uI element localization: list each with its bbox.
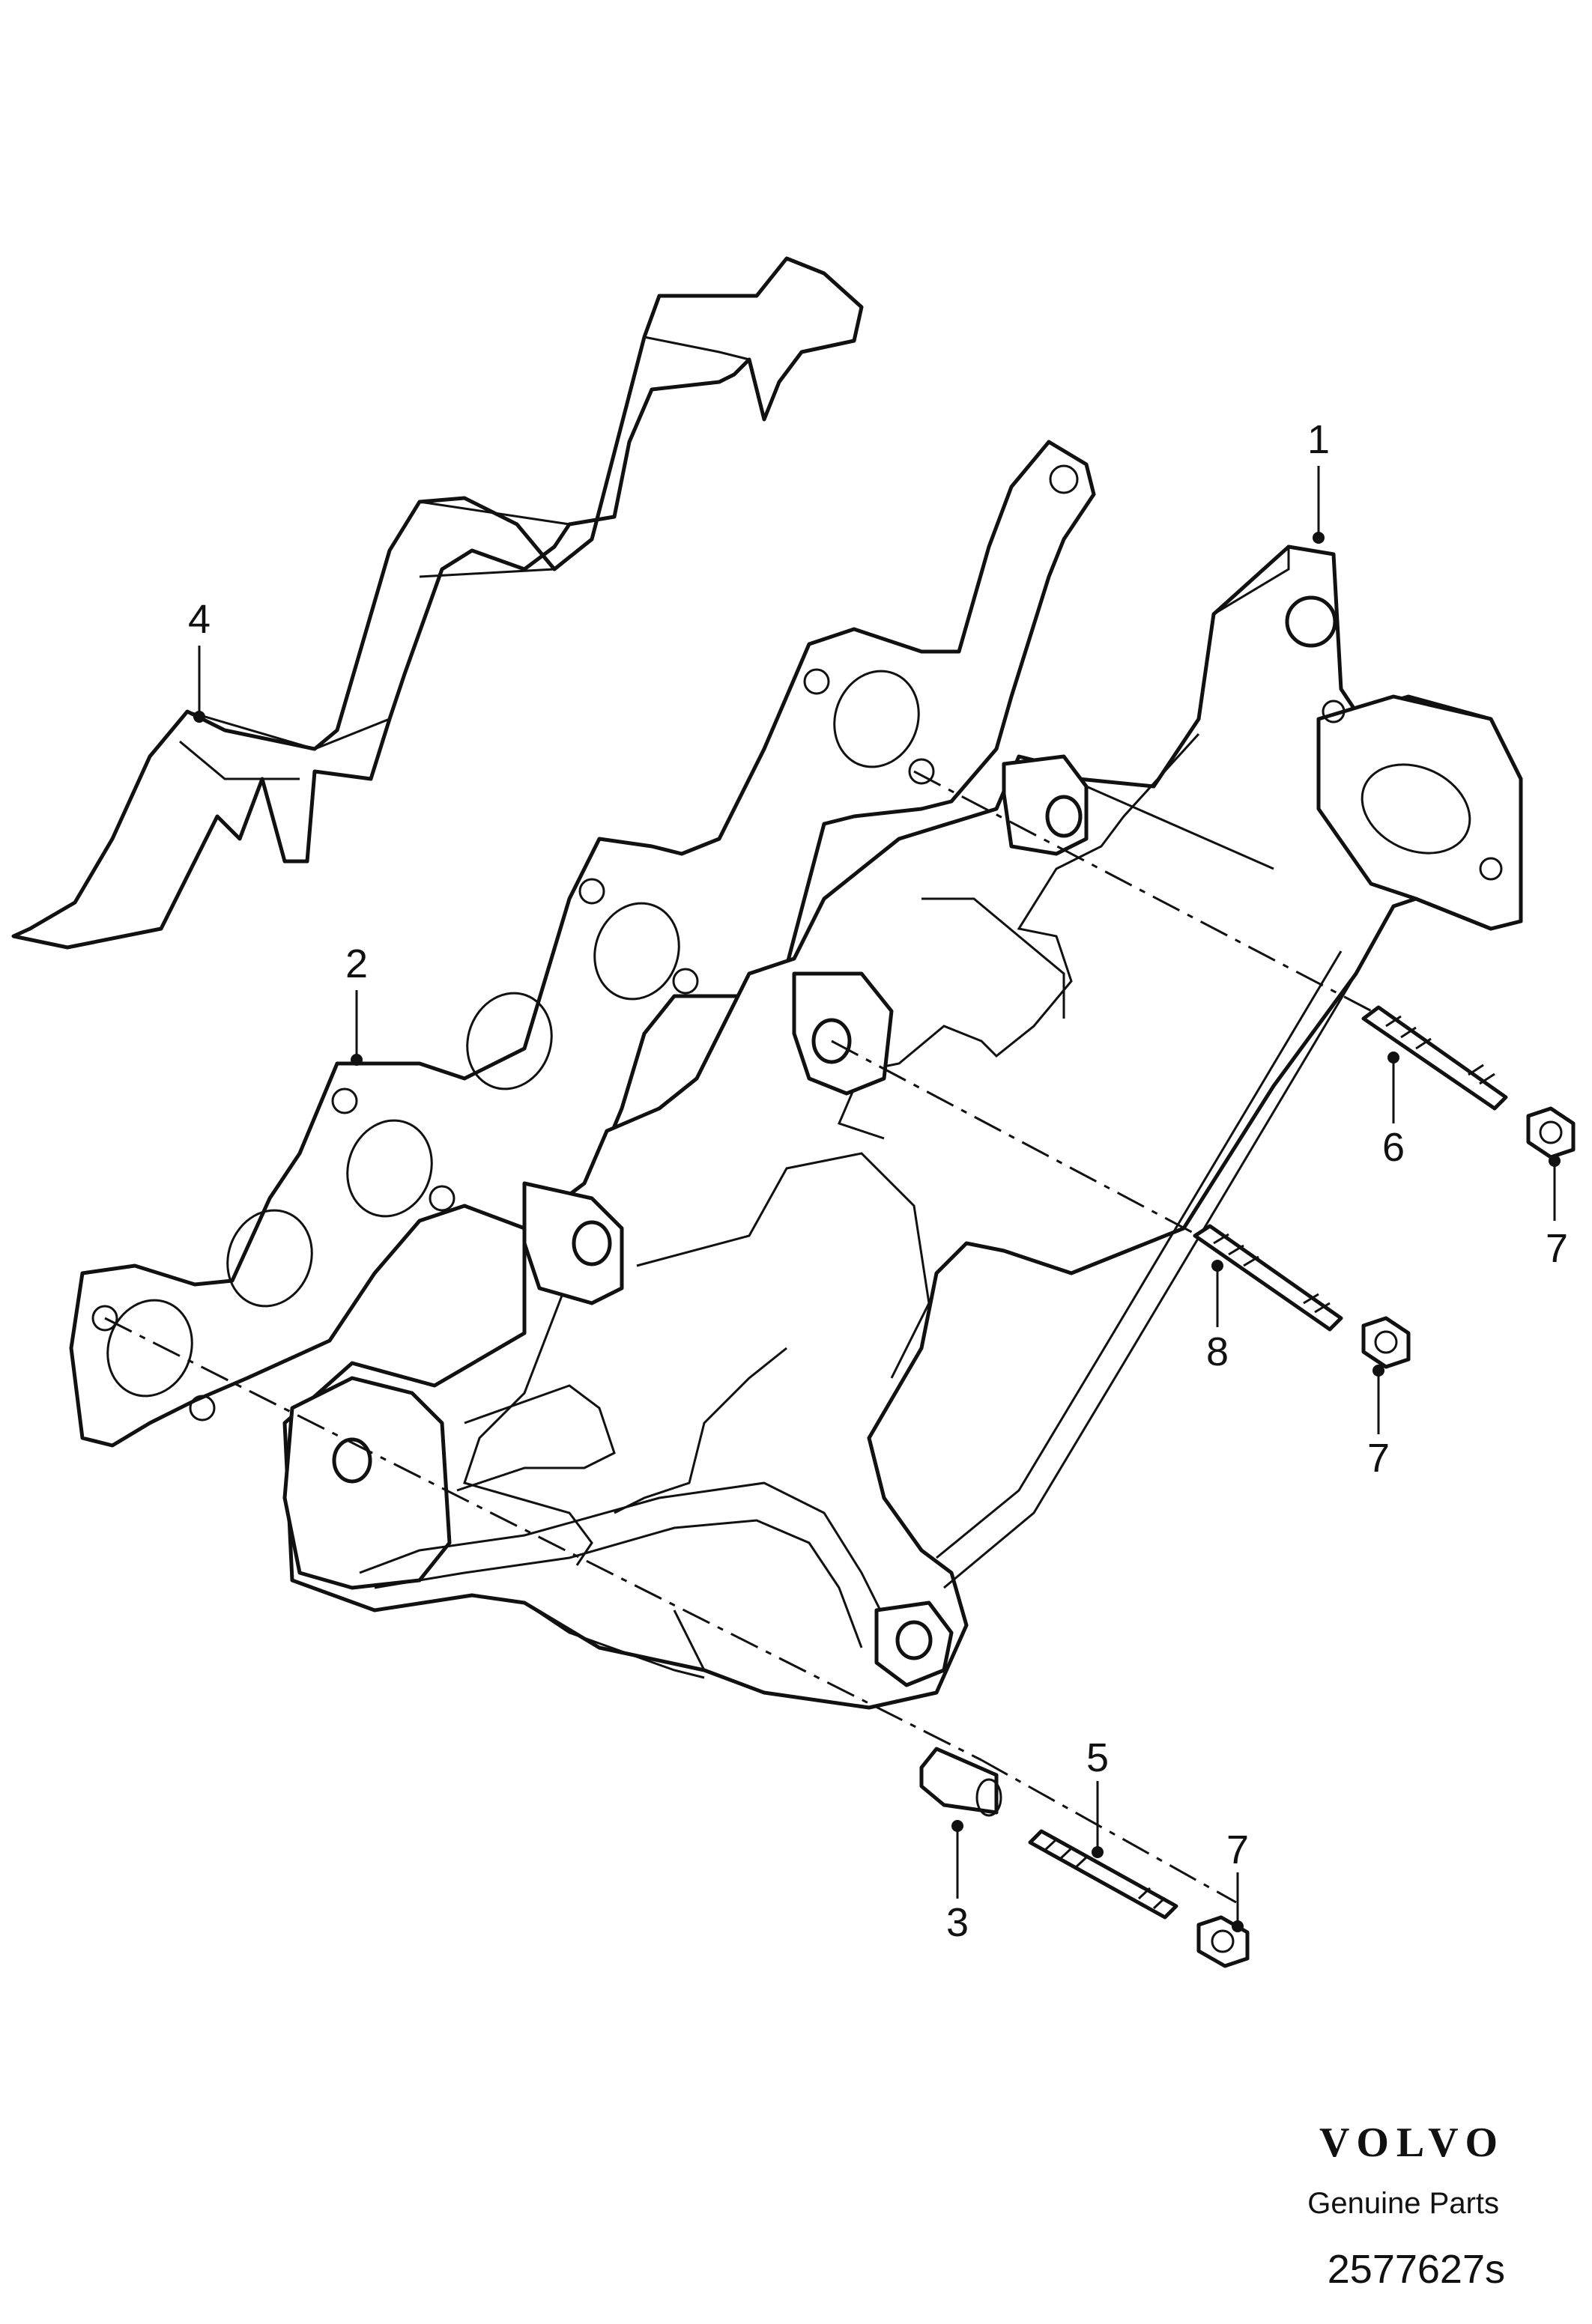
sleeve-3 bbox=[919, 1747, 1002, 1817]
callout-3: 3 bbox=[946, 1900, 969, 1945]
callout-4: 4 bbox=[188, 597, 211, 642]
callout-7-lower: 7 bbox=[1226, 1827, 1249, 1872]
callout-7-upper: 7 bbox=[1546, 1226, 1568, 1271]
brand-logo: VOLVO bbox=[1319, 2120, 1505, 2166]
brand-subtitle: Genuine Parts bbox=[1307, 2187, 1499, 2220]
callout-7-middle: 7 bbox=[1367, 1436, 1390, 1481]
gasket bbox=[69, 440, 1096, 1448]
center-lines bbox=[104, 770, 1387, 1904]
drawing-number: 2577627s bbox=[1327, 2247, 1505, 2292]
callout-6: 6 bbox=[1382, 1125, 1405, 1170]
nut-7-middle bbox=[1361, 1316, 1411, 1369]
callout-1: 1 bbox=[1307, 417, 1330, 462]
heat-shield bbox=[11, 256, 864, 950]
nut-7-upper bbox=[1526, 1106, 1576, 1159]
callout-8: 8 bbox=[1206, 1329, 1229, 1374]
stud-5 bbox=[1028, 1829, 1178, 1920]
stud-6 bbox=[1361, 1005, 1508, 1111]
callout-leaders bbox=[193, 466, 1561, 1932]
fasteners bbox=[919, 1005, 1576, 1968]
stud-8 bbox=[1193, 1224, 1343, 1332]
exhaust-manifold bbox=[282, 544, 1523, 1710]
callout-2: 2 bbox=[345, 941, 368, 986]
callout-5: 5 bbox=[1086, 1735, 1109, 1780]
